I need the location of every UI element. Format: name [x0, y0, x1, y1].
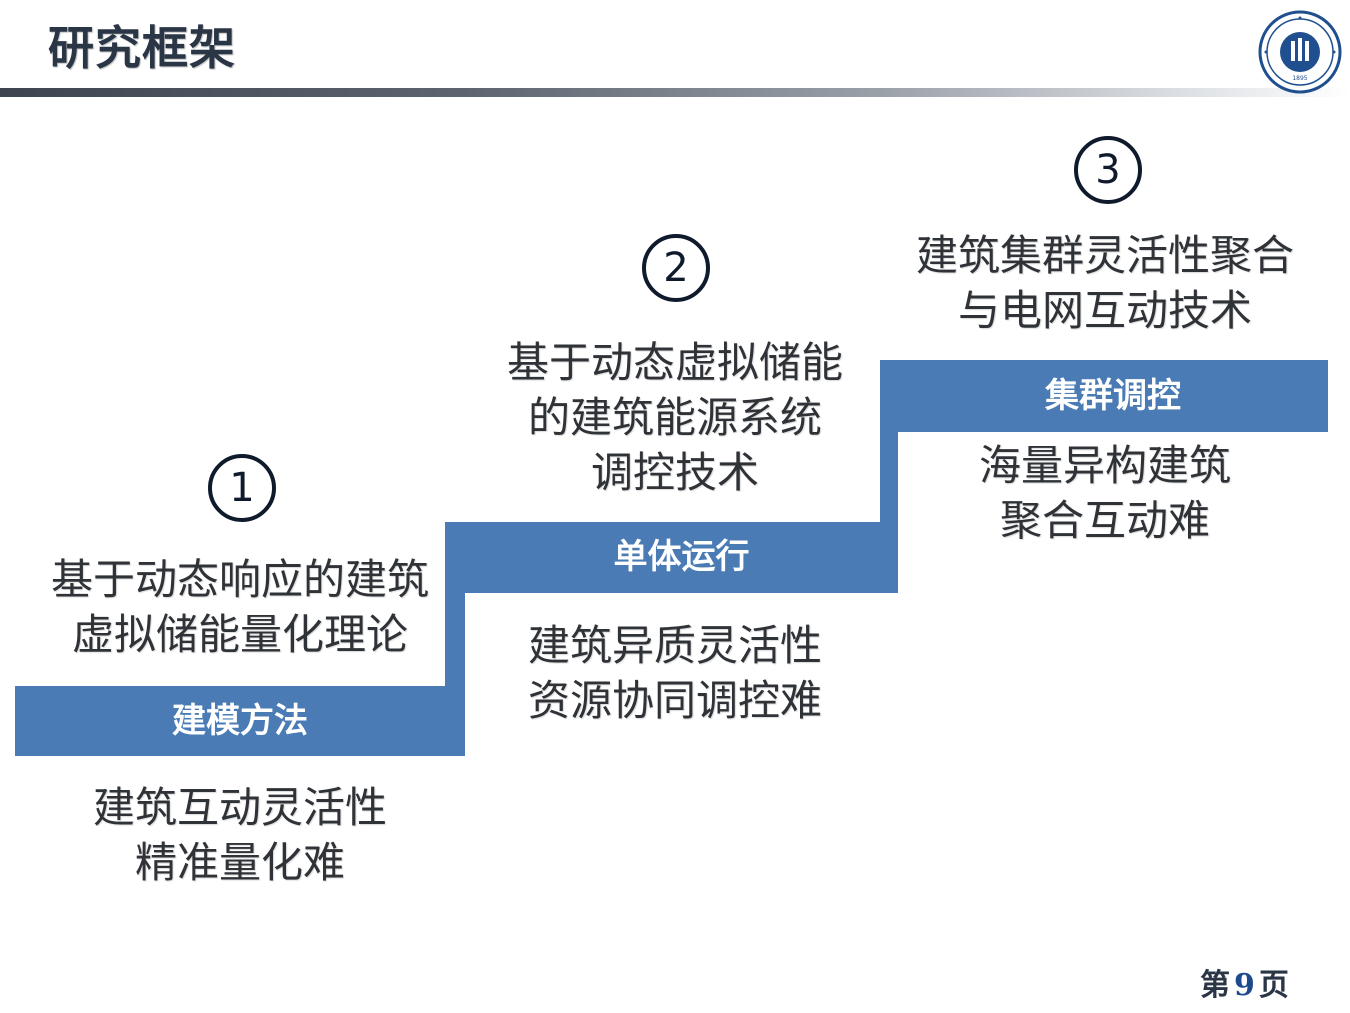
- text-line: 精准量化难: [134, 838, 345, 887]
- step-3-challenge: 海量异构建筑 聚合互动难: [880, 438, 1330, 548]
- step-2-challenge: 建筑异质灵活性 资源协同调控难: [455, 618, 895, 728]
- text-line: 虚拟储能量化理论: [71, 610, 408, 659]
- page-title: 研究框架: [48, 21, 236, 75]
- text-line: 海量异构建筑: [978, 441, 1231, 490]
- step-2-label: 单体运行: [613, 537, 750, 577]
- step-1-research-content: 基于动态响应的建筑 虚拟储能量化理论: [20, 552, 460, 662]
- step-1-challenge: 建筑互动灵活性 精准量化难: [20, 780, 460, 890]
- step-2-research-content: 基于动态虚拟储能 的建筑能源系统 调控技术: [455, 335, 895, 500]
- text-line: 建筑异质灵活性: [527, 621, 822, 670]
- page-number-value: 9: [1234, 968, 1255, 1003]
- text-line: 聚合互动难: [999, 496, 1210, 545]
- seal-year: 1895: [1292, 75, 1307, 82]
- staircase-shape: [15, 360, 1328, 756]
- text-line: 与电网互动技术: [957, 286, 1252, 335]
- text-line: 的建筑能源系统: [527, 393, 822, 442]
- text-line: 资源协同调控难: [527, 676, 822, 725]
- text-line: 建筑互动灵活性: [92, 783, 387, 832]
- step-3-number-badge: 3: [1074, 136, 1142, 204]
- step-2-number-badge: 2: [642, 234, 710, 302]
- text-line: 调控技术: [590, 448, 759, 497]
- text-line: 基于动态响应的建筑: [50, 555, 429, 604]
- page-number-suffix: 页: [1258, 968, 1289, 1003]
- step-1-number-badge: 1: [208, 454, 276, 522]
- text-line: 建筑集群灵活性聚合: [915, 231, 1294, 280]
- text-line: 基于动态虚拟储能: [506, 338, 843, 387]
- step-1-label: 建模方法: [172, 701, 308, 741]
- step-3-research-content: 建筑集群灵活性聚合 与电网互动技术: [880, 228, 1330, 338]
- page-number-prefix: 第: [1200, 968, 1230, 1003]
- university-seal-icon: 1895: [1258, 10, 1342, 94]
- step-3-label: 集群调控: [1045, 376, 1181, 416]
- title-divider: [0, 88, 1350, 97]
